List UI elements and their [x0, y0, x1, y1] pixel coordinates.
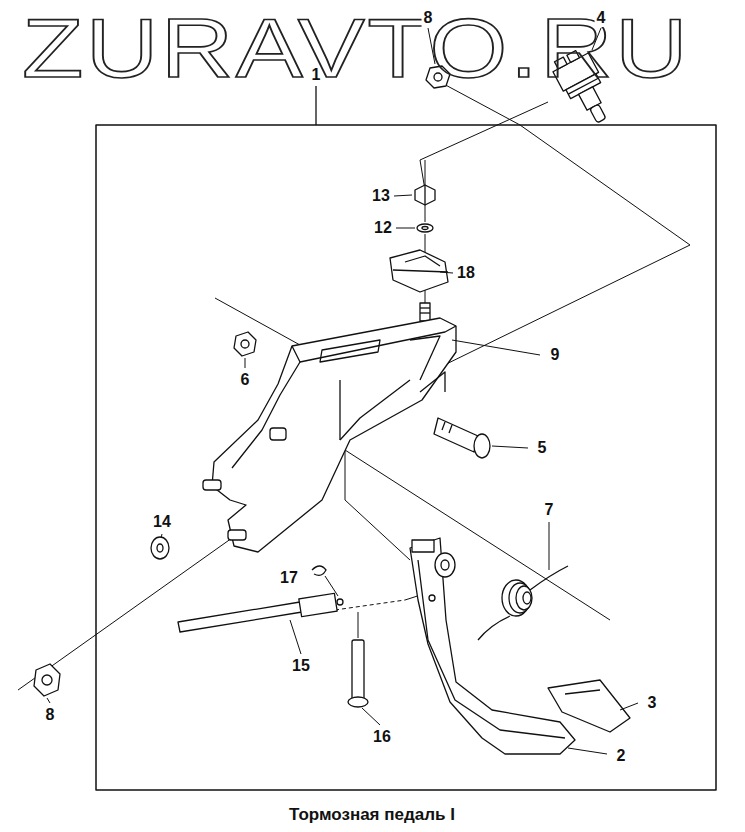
callout-number: 14	[151, 513, 173, 531]
callout-number: 5	[536, 439, 549, 457]
callout-number: 18	[455, 264, 477, 282]
callout-number: 7	[543, 501, 556, 519]
callout-number: 3	[646, 694, 659, 712]
callout-number: 15	[290, 657, 312, 675]
callout-number: 4	[595, 9, 608, 27]
callout-number: 1	[310, 66, 323, 84]
callout-number: 9	[549, 346, 562, 364]
callout-number: 17	[278, 569, 300, 587]
callout-number: 2	[615, 747, 628, 765]
callout-number: 16	[371, 728, 393, 746]
callout-number: 8	[44, 706, 57, 724]
callout-number: 8	[422, 9, 435, 27]
callout-number: 13	[370, 187, 392, 205]
caption: Тормозная педаль I	[289, 805, 455, 825]
callout-number: 12	[372, 219, 394, 237]
watermark: ZURAVTO.RU	[22, 6, 690, 90]
callout-number: 6	[239, 371, 252, 389]
